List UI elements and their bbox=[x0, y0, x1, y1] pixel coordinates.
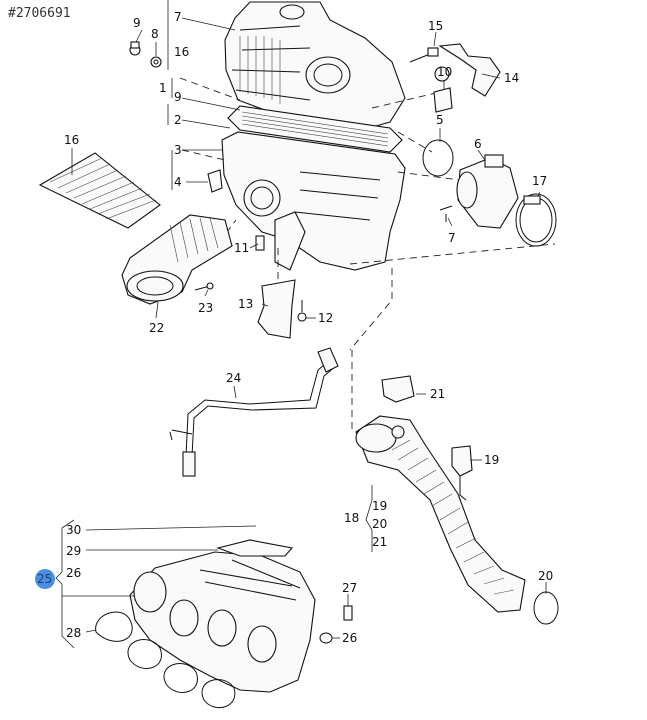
callout-23[interactable]: 23 bbox=[198, 301, 213, 315]
intake-hose-part bbox=[121, 214, 233, 305]
bracket-part bbox=[257, 279, 307, 339]
callout-22[interactable]: 22 bbox=[149, 321, 164, 335]
document-id: #2706691 bbox=[8, 6, 71, 21]
callout-16[interactable]: 16 bbox=[174, 45, 189, 59]
callout-28[interactable]: 28 bbox=[66, 626, 81, 640]
leader-lines bbox=[62, 17, 547, 639]
callout-14[interactable]: 14 bbox=[504, 71, 519, 85]
callout-19[interactable]: 19 bbox=[484, 453, 499, 467]
callout-9[interactable]: 9 bbox=[133, 16, 141, 30]
callout-1[interactable]: 1 bbox=[159, 81, 167, 95]
callout-16[interactable]: 16 bbox=[64, 133, 79, 147]
callout-5[interactable]: 5 bbox=[436, 113, 444, 127]
callout-labels: 7 9 8 16 1 9 2 3 4 16 15 10 14 5 6 17 7 … bbox=[37, 10, 553, 645]
callout-12[interactable]: 12 bbox=[318, 311, 333, 325]
callout-4[interactable]: 4 bbox=[174, 175, 182, 189]
callout-30[interactable]: 30 bbox=[66, 523, 81, 537]
callout-15[interactable]: 15 bbox=[428, 19, 443, 33]
sensor-bracket-parts bbox=[409, 43, 501, 113]
air-filter-element bbox=[227, 105, 403, 153]
callout-7[interactable]: 7 bbox=[174, 10, 182, 24]
callout-20[interactable]: 20 bbox=[538, 569, 553, 583]
callout-7[interactable]: 7 bbox=[448, 231, 456, 245]
callout-26[interactable]: 26 bbox=[342, 631, 357, 645]
callout-24[interactable]: 24 bbox=[226, 371, 241, 385]
callout-3[interactable]: 3 bbox=[174, 143, 182, 157]
callout-17[interactable]: 17 bbox=[532, 174, 547, 188]
callout-11[interactable]: 11 bbox=[234, 241, 249, 255]
selected-callout-marker[interactable] bbox=[35, 569, 55, 589]
callout-20[interactable]: 20 bbox=[372, 517, 387, 531]
callout-18[interactable]: 18 bbox=[344, 511, 359, 525]
callout-29[interactable]: 29 bbox=[66, 544, 81, 558]
callout-8[interactable]: 8 bbox=[151, 27, 159, 41]
callout-13[interactable]: 13 bbox=[238, 297, 253, 311]
small-fasteners bbox=[129, 41, 265, 291]
breather-pipe-part bbox=[169, 347, 339, 477]
callout-9[interactable]: 9 bbox=[174, 90, 182, 104]
intake-pipe-part bbox=[355, 375, 559, 625]
callout-19[interactable]: 19 bbox=[372, 499, 387, 513]
callout-10[interactable]: 10 bbox=[437, 65, 452, 79]
air-filter-housing-upper bbox=[224, 1, 406, 136]
callout-27[interactable]: 27 bbox=[342, 581, 357, 595]
callout-26[interactable]: 26 bbox=[66, 566, 81, 580]
callout-21[interactable]: 21 bbox=[372, 535, 387, 549]
callout-21[interactable]: 21 bbox=[430, 387, 445, 401]
filter-insert-part bbox=[38, 152, 161, 229]
callout-group-brackets bbox=[55, 0, 373, 649]
intake-manifold-part bbox=[129, 539, 353, 693]
callout-25-label[interactable]: 25 bbox=[37, 572, 52, 586]
air-filter-housing-lower bbox=[221, 131, 406, 271]
air-flow-meter-parts bbox=[422, 139, 557, 247]
callout-6[interactable]: 6 bbox=[474, 137, 482, 151]
callout-2[interactable]: 2 bbox=[174, 113, 182, 127]
